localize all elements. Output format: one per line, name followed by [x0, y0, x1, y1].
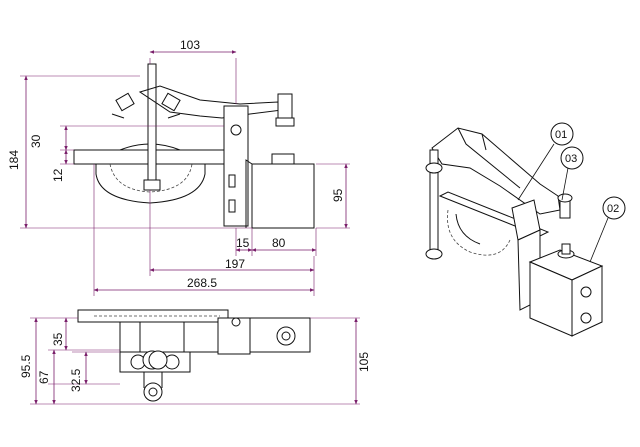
top-bracket — [217, 317, 251, 355]
front-bracket-plate — [223, 105, 249, 227]
balloon-02-label: 02 — [607, 203, 619, 215]
dim-15: 15 — [236, 236, 250, 250]
front-rod-nut — [143, 179, 161, 191]
dim-35: 35 — [51, 332, 65, 346]
top-bottom-nut — [143, 382, 163, 402]
front-pivot-hole — [230, 124, 242, 136]
isometric-view: 01 03 02 — [425, 122, 626, 337]
dim-32-5: 32.5 — [69, 368, 83, 392]
iso-block-side — [571, 265, 603, 337]
dim-67: 67 — [37, 370, 51, 384]
dim-80: 80 — [272, 236, 286, 250]
top-view: 35 95.5 67 32.5 105 — [19, 309, 371, 405]
dim-95: 95 — [331, 188, 345, 202]
leader-03 — [561, 167, 569, 201]
dim-103: 103 — [180, 38, 200, 52]
balloon-02 — [602, 196, 626, 220]
top-screw-head — [276, 326, 296, 346]
dim-12: 12 — [51, 168, 65, 182]
balloon-01 — [550, 122, 574, 146]
iso-housing-hidden — [447, 209, 511, 256]
top-lower-housing — [119, 352, 191, 373]
dim-184: 184 — [7, 150, 21, 170]
dim-30: 30 — [29, 134, 43, 148]
balloon-03 — [560, 146, 584, 170]
iso-upper-arm — [431, 127, 561, 215]
iso-rod-nut — [425, 248, 443, 260]
front-right-block — [251, 163, 315, 229]
front-upper-arm — [138, 85, 283, 119]
leader-01 — [517, 143, 555, 201]
front-cap-screws — [111, 92, 181, 119]
balloon-03-label: 03 — [565, 153, 577, 165]
dim-105: 105 — [357, 352, 371, 372]
balloon-01-label: 01 — [555, 129, 567, 141]
top-rod-circle-2 — [148, 350, 168, 370]
dim-268-5: 268.5 — [187, 276, 217, 290]
dim-197: 197 — [225, 257, 245, 271]
leader-02 — [589, 217, 609, 263]
dim-95-5: 95.5 — [19, 354, 33, 378]
front-view: 103 184 30 12 95 15 80 197 268.5 — [7, 38, 350, 296]
